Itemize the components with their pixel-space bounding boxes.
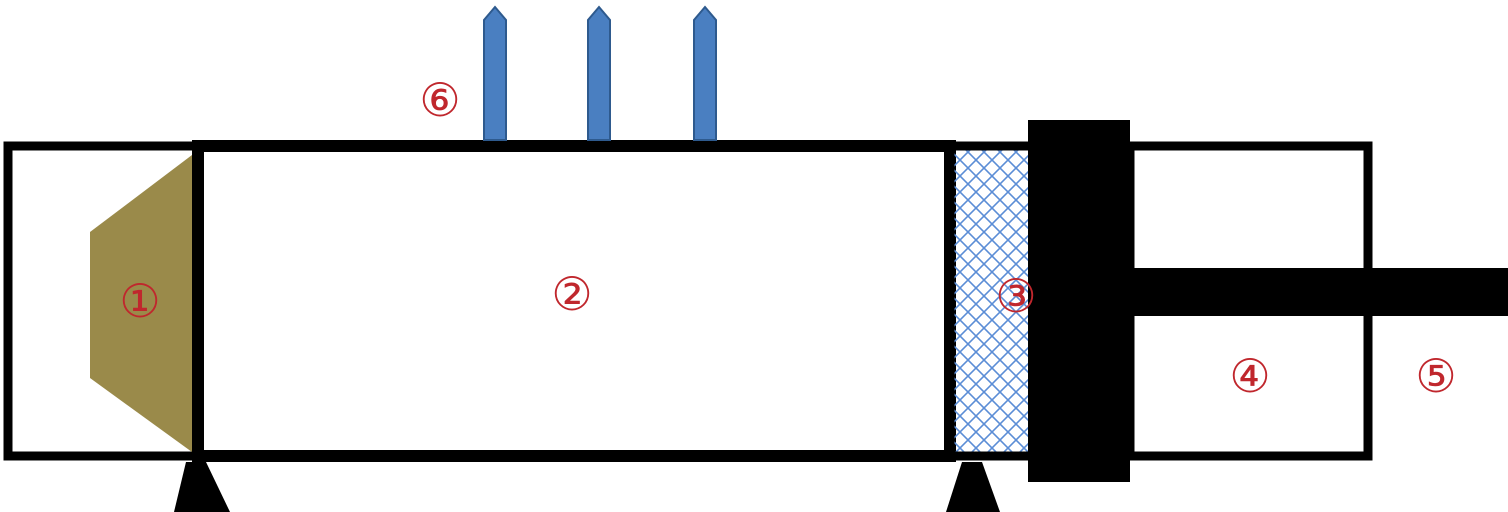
label-part-3: ③ xyxy=(995,269,1036,323)
piston-rod xyxy=(1130,268,1508,316)
label-part-6: ⑥ xyxy=(419,73,460,127)
support-foot-right xyxy=(946,462,1000,512)
probe-2 xyxy=(587,5,611,141)
piston-flange-gap xyxy=(1082,146,1094,456)
label-part-5: ⑤ xyxy=(1415,349,1456,403)
label-part-2: ② xyxy=(551,267,592,321)
label-part-4: ④ xyxy=(1229,349,1270,403)
label-part-1: ① xyxy=(119,274,160,328)
probe-3 xyxy=(693,5,717,141)
probe-1 xyxy=(483,5,507,141)
piston-flange xyxy=(1028,120,1130,482)
part-6-probes xyxy=(483,5,717,141)
main-chamber xyxy=(192,140,956,462)
support-foot-left xyxy=(174,462,230,512)
part-1-trapezoid xyxy=(90,155,192,452)
